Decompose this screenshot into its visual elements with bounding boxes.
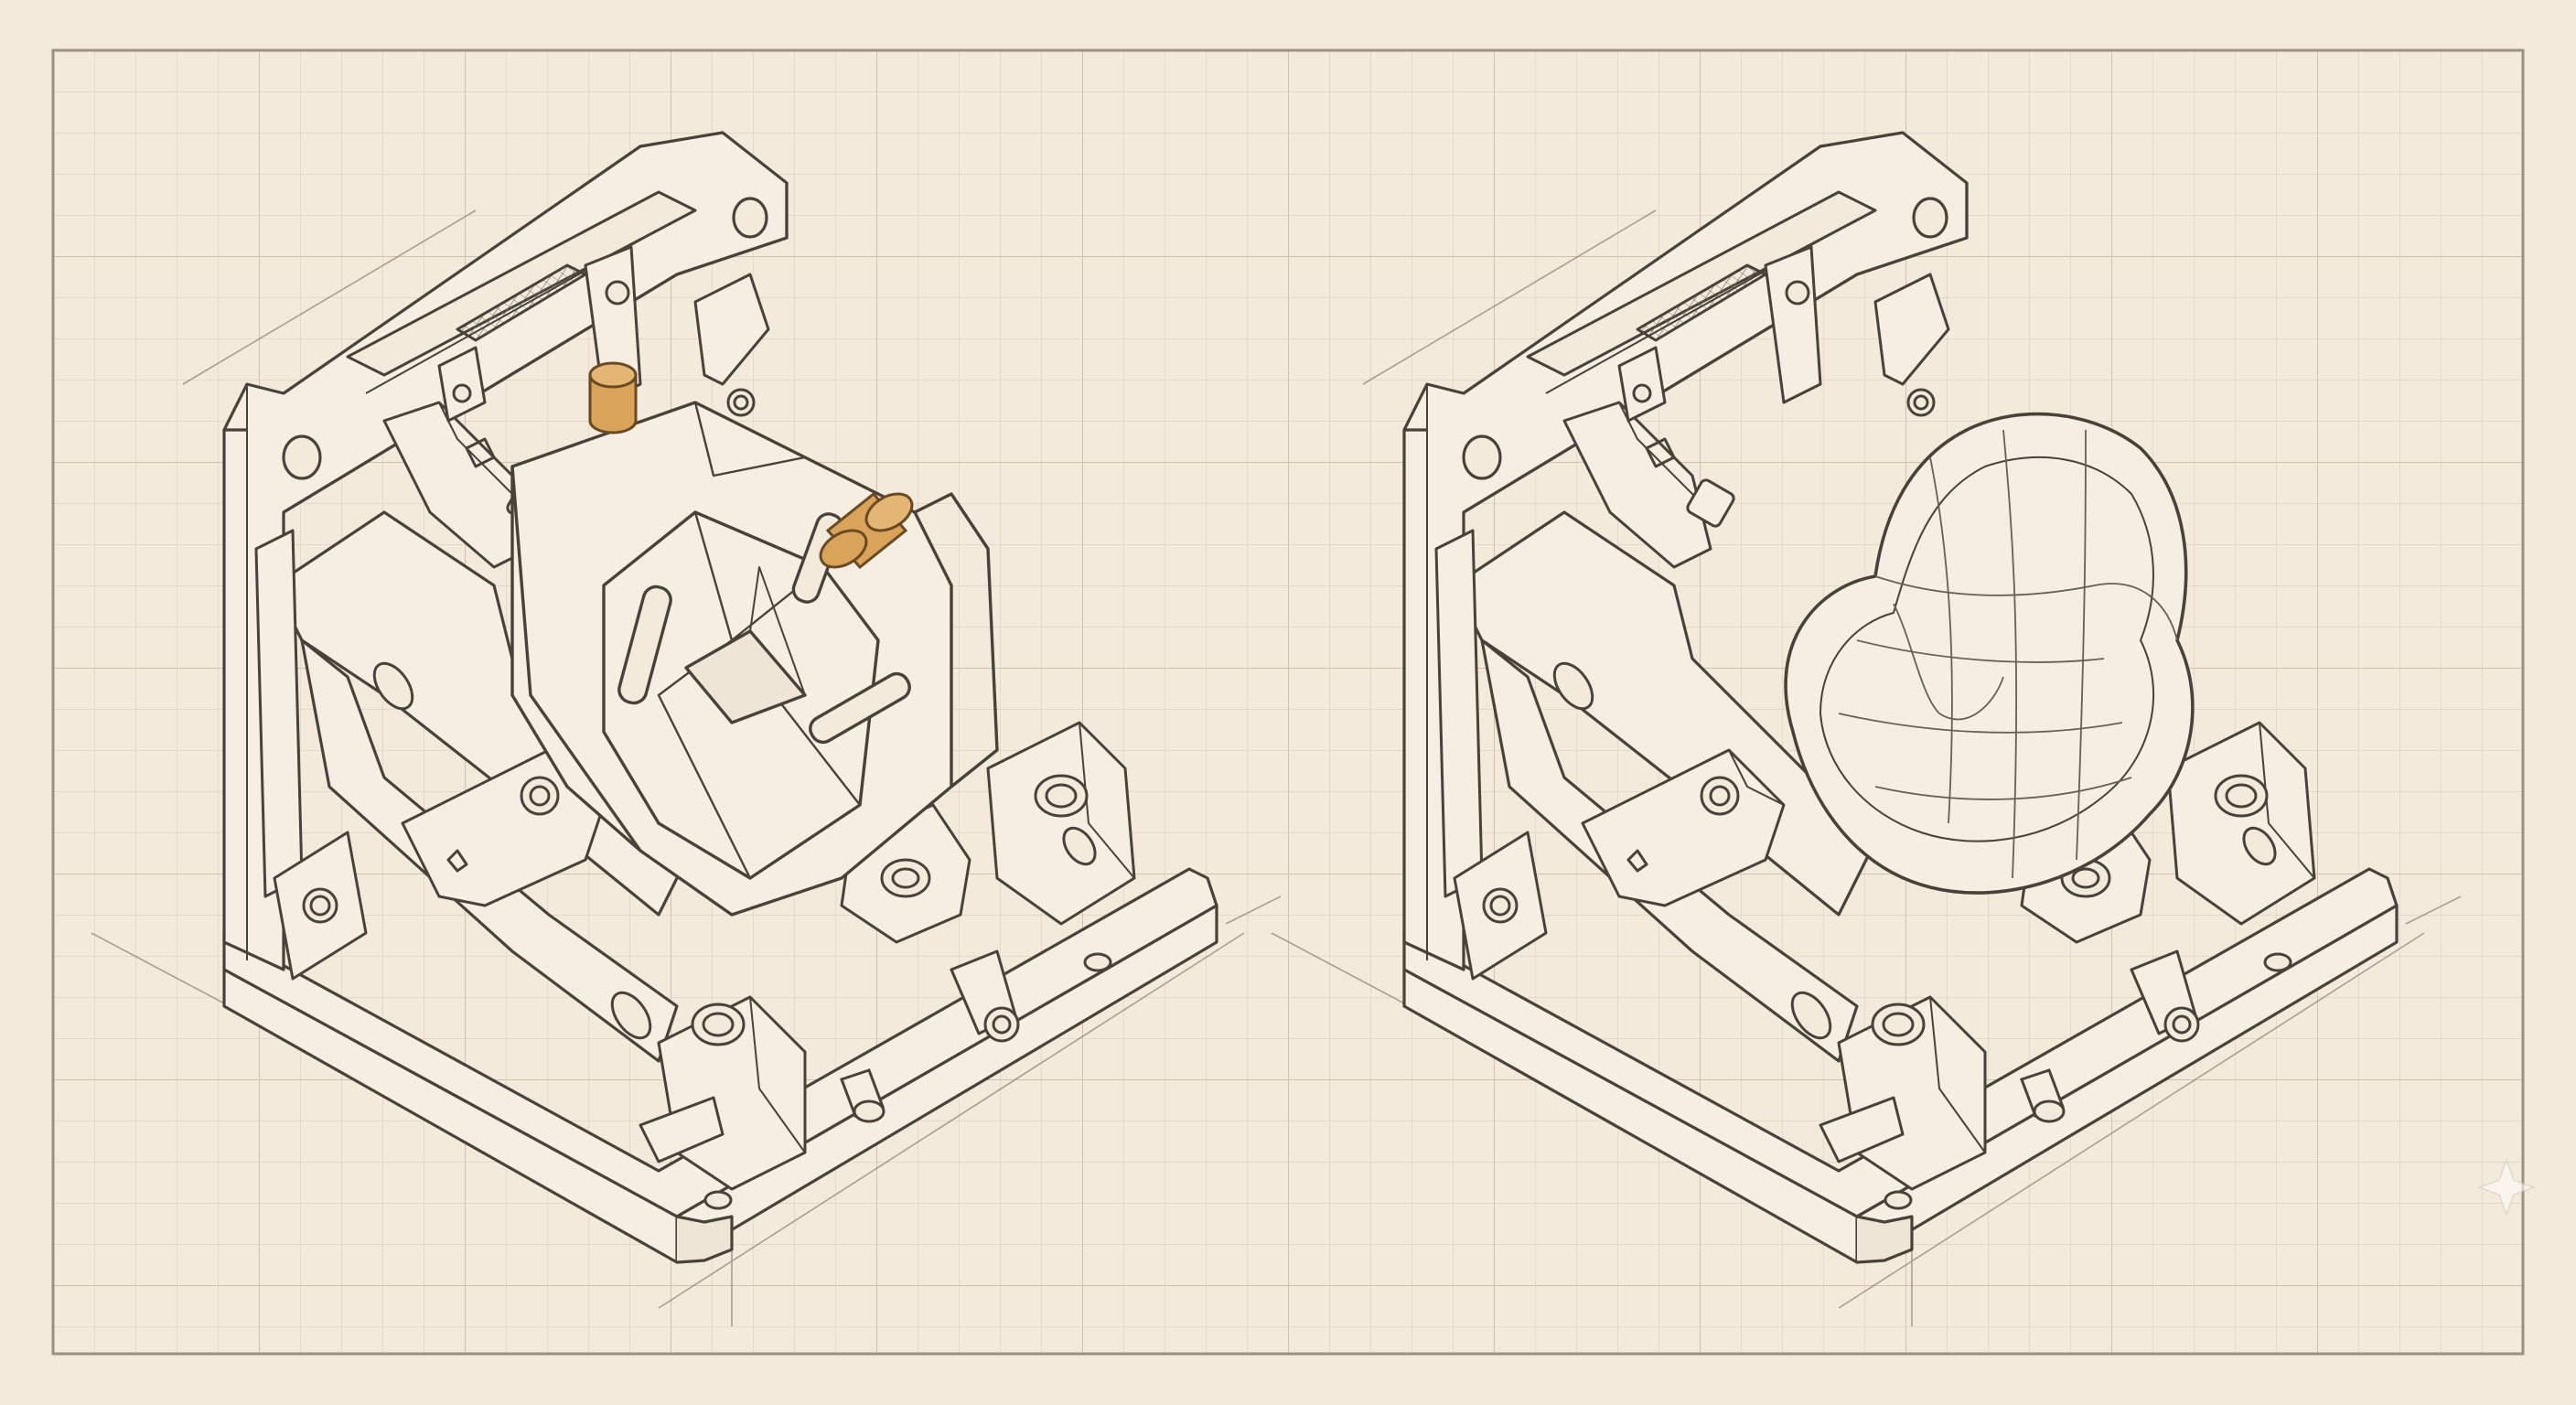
- page-frame: [51, 48, 2525, 1356]
- sparkle-icon: [2476, 1157, 2537, 1217]
- organic-shell-part: [1784, 412, 2195, 895]
- fixture-right-assembly: [1270, 131, 2463, 1328]
- fixture-left-assembly: [90, 131, 1283, 1328]
- accent-pin-right: [819, 491, 914, 570]
- accent-pin-top: [588, 361, 638, 434]
